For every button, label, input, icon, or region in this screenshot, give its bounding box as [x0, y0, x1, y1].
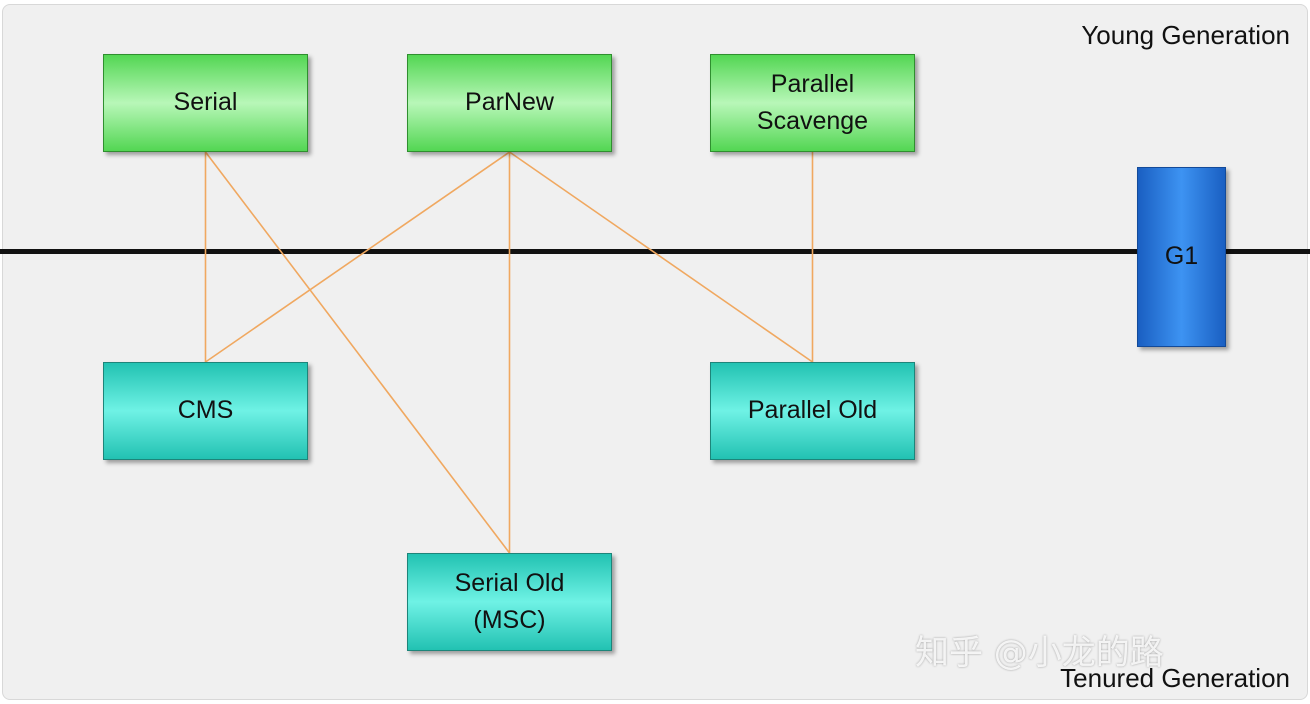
- serial-old-collector-label: Serial Old (MSC): [454, 568, 565, 635]
- tenured-generation-label: Tenured Generation: [1060, 663, 1290, 693]
- parallel-old-collector-box: Parallel Old: [710, 362, 915, 460]
- serial-collector-label: Serial: [173, 88, 238, 117]
- parnew-collector-label: ParNew: [465, 88, 554, 117]
- connector-parnew-to-parallel_old: [509, 151, 813, 363]
- generation-divider: [0, 249, 1310, 254]
- parnew-collector-box: ParNew: [407, 54, 612, 152]
- serial-old-collector-box: Serial Old (MSC): [407, 553, 612, 651]
- parallel-scavenge-collector-box: Parallel Scavenge: [710, 54, 915, 152]
- watermark: 知乎 @小龙的路: [915, 633, 1164, 673]
- young-generation-label: Young Generation: [1081, 20, 1290, 50]
- g1-collector-box: G1: [1137, 167, 1226, 347]
- cms-collector-box: CMS: [103, 362, 308, 460]
- connector-serial-to-serial_old: [204, 151, 511, 554]
- connector-parnew-to-cms: [205, 151, 510, 363]
- parallel-old-collector-label: Parallel Old: [747, 396, 878, 425]
- cms-collector-label: CMS: [177, 396, 234, 425]
- serial-collector-box: Serial: [103, 54, 308, 152]
- g1-collector-label: G1: [1164, 242, 1199, 271]
- parallel-scavenge-collector-label: Parallel Scavenge: [756, 69, 869, 136]
